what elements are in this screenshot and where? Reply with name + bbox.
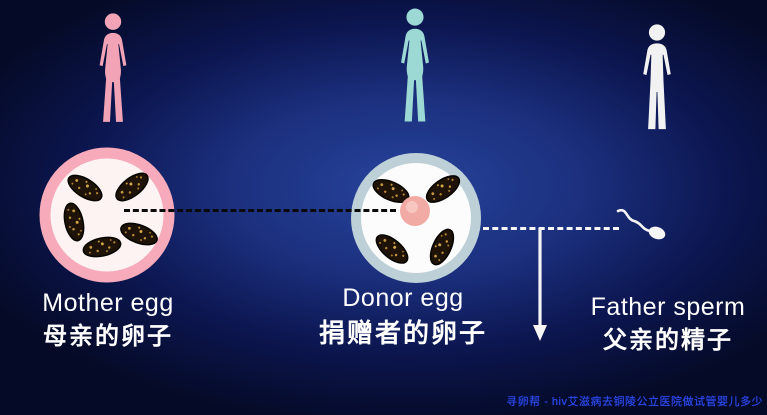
fertilization-down-arrow-icon [531,228,549,342]
donor-egg-icon [349,151,483,285]
watermark-text: 寻卵帮 - hiv艾滋病去铜陵公立医院做试管婴儿多少 [506,396,763,408]
father-sperm-label-en: Father sperm [590,293,746,321]
father-sperm-label: Father sperm 父亲的精子 [570,292,766,356]
mother-egg-label: Mother egg 母亲的卵子 [8,288,208,352]
donor-egg-label-zh: 捐赠者的卵子 [318,318,487,348]
donor-egg-label-en: Donor egg [342,284,464,312]
mother-female-silhouette-icon [86,13,140,127]
father-male-silhouette-icon [628,24,686,134]
nucleus-transfer-dashed-line [124,209,396,212]
sperm-icon [614,204,672,246]
sperm-path-dashed-line [483,227,619,230]
donor-egg-label: Donor egg 捐赠者的卵子 [308,283,498,349]
mother-egg-icon [38,146,176,284]
mother-egg-label-en: Mother egg [42,289,174,317]
donor-female-silhouette-icon [388,8,442,127]
mother-egg-label-zh: 母亲的卵子 [43,323,173,350]
father-sperm-label-zh: 父亲的精子 [603,327,733,354]
